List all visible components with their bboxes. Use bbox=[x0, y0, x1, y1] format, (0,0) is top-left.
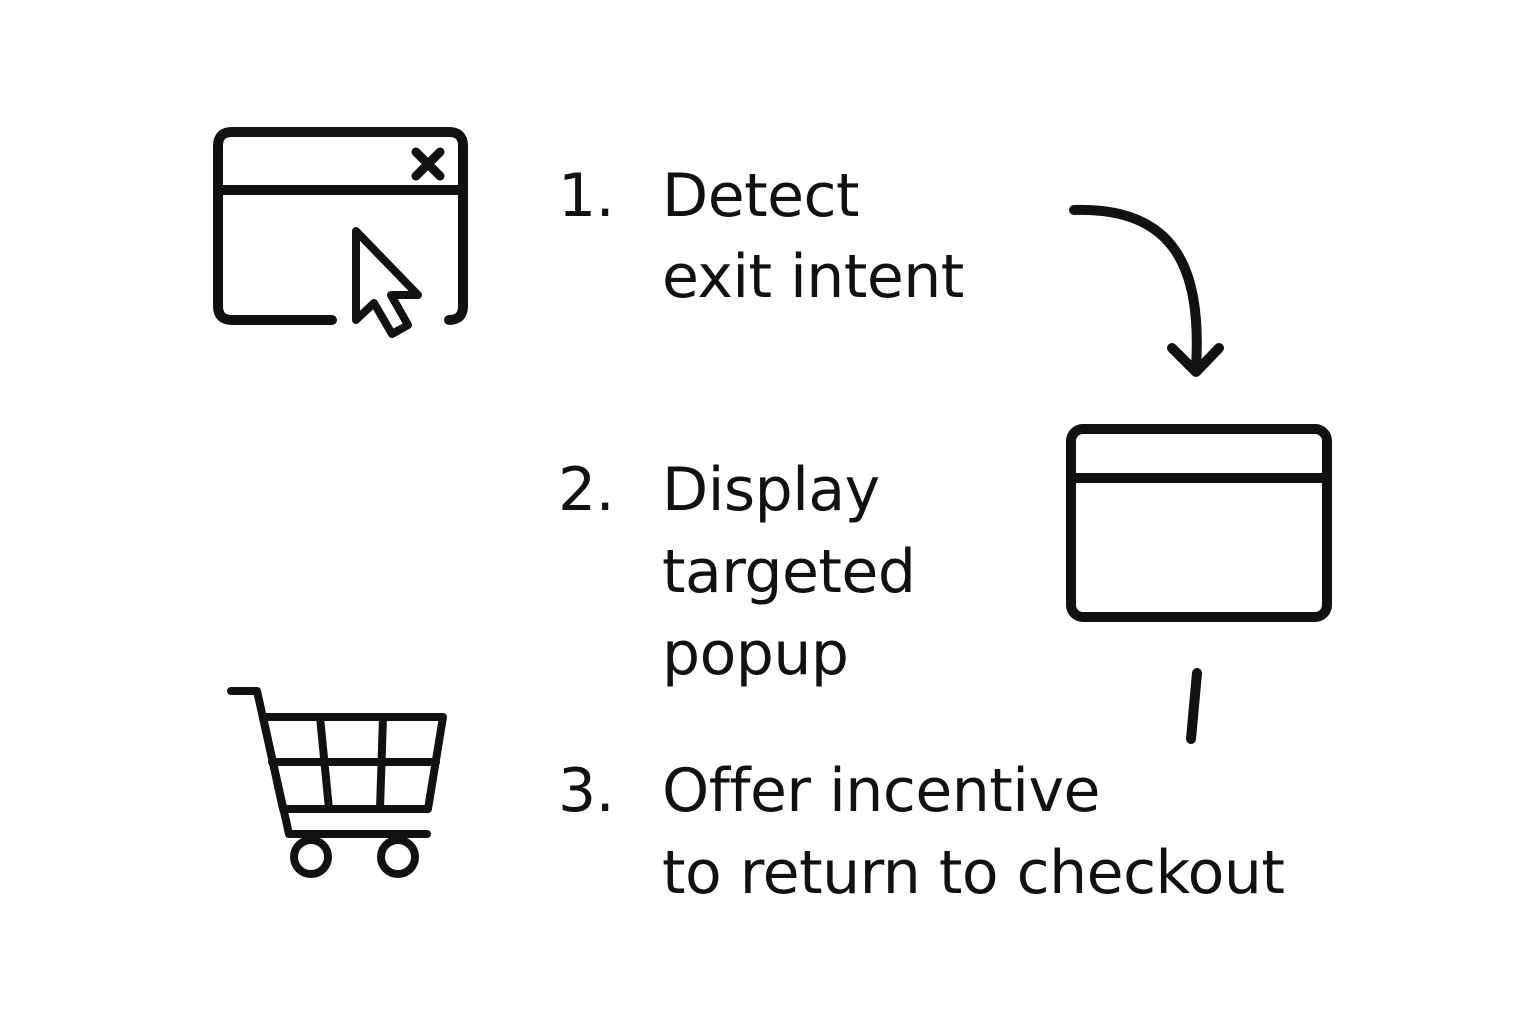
step-1-number: 1. bbox=[558, 161, 615, 231]
step-3-title-line-2: to return to checkout bbox=[662, 838, 1285, 908]
step-2-title-line-3: popup bbox=[662, 619, 849, 689]
step-3-number: 3. bbox=[558, 756, 615, 826]
browser-window-cursor-icon bbox=[213, 127, 468, 338]
step-2-number: 2. bbox=[558, 455, 615, 525]
curved-arrow-icon bbox=[1069, 204, 1224, 377]
shopping-cart-icon bbox=[227, 687, 447, 878]
step-1-title-line-1: Detect bbox=[662, 161, 860, 231]
connector-line bbox=[1186, 668, 1202, 744]
step-2-title-line-2: targeted bbox=[662, 537, 916, 607]
step-1-title-line-2: exit intent bbox=[662, 242, 964, 312]
popup-window-icon bbox=[1066, 424, 1332, 622]
step-3-title-line-1: Offer incentive bbox=[662, 756, 1100, 826]
step-2-title-line-1: Display bbox=[662, 455, 880, 525]
